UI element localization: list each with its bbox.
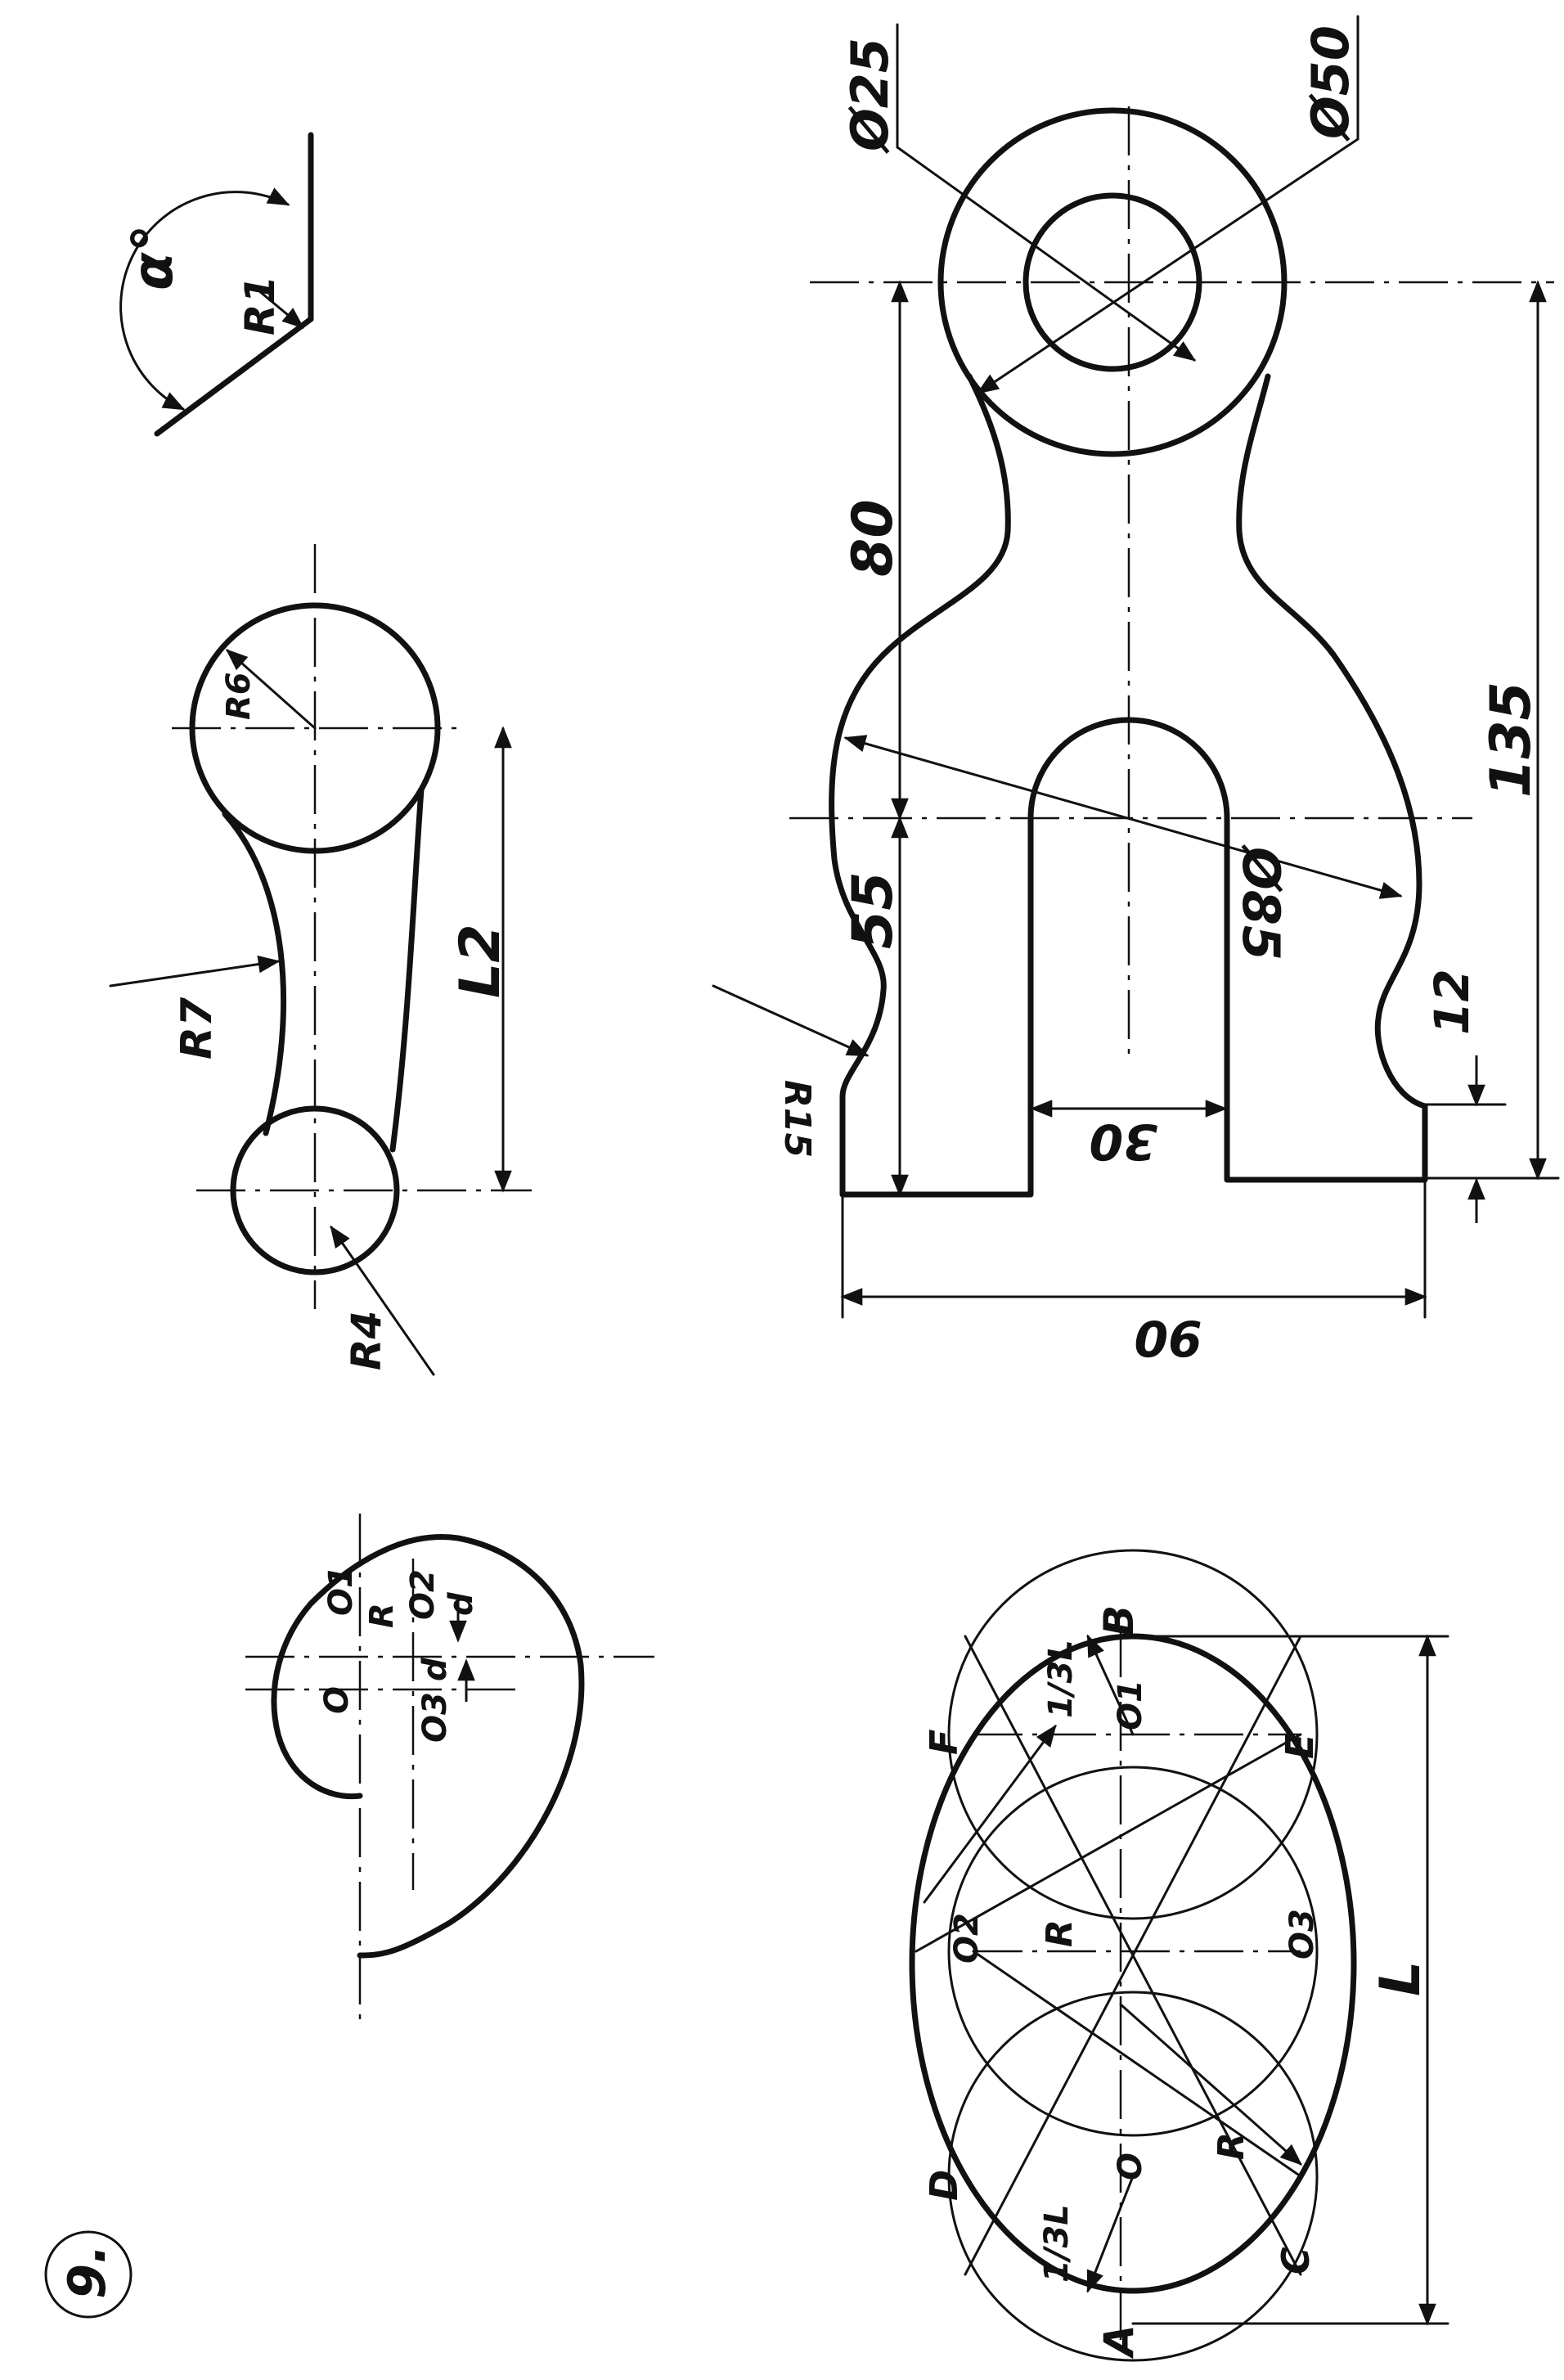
dim-30-label: 30 [1090, 1113, 1158, 1170]
oval-detail: L B F E 1/3L O1 O2 R O O3 R D 1/3L C A [909, 1549, 1449, 2362]
d50-leader [976, 137, 1360, 394]
oval-r-label-lower: R [1211, 2132, 1252, 2160]
spiral-r-label: R [363, 1603, 401, 1628]
sheet-number: 9. [44, 2230, 133, 2319]
oval-f-label: F [922, 1730, 966, 1755]
d25-leader [896, 146, 1197, 362]
dim-55-label: 55 [841, 871, 906, 949]
oval-diagonal-3 [915, 1733, 1302, 1953]
oval-o-label: O [1112, 2153, 1149, 2180]
oval-construction-circle-bottom [947, 1991, 1319, 2362]
d50-label: Ø50 [1301, 25, 1360, 142]
oval-e-label: E [1278, 1734, 1322, 1759]
oval-diagonal-2 [964, 1635, 1302, 2276]
d85-leader [843, 735, 1403, 899]
angle-label: α° [121, 224, 186, 290]
spiral-o3-label: O3 [416, 1692, 454, 1743]
oval-r-label-upper: R [1039, 1919, 1081, 1947]
oval-one-third-top-arrow [1086, 1634, 1135, 1736]
sheet-number-label: 9. [57, 2244, 117, 2299]
oval-o3-label: O3 [1283, 1909, 1321, 1959]
link-right-edge [389, 786, 425, 1153]
dim-12-label: 12 [1424, 969, 1480, 1035]
r7-leader [109, 955, 281, 988]
dim-90-label: 90 [1135, 1309, 1203, 1366]
link-concave-arc [222, 811, 286, 1136]
spiral-o2-label: O2 [404, 1569, 442, 1620]
dim-80-label: 80 [841, 499, 906, 577]
oval-d-label: D [922, 2170, 966, 2201]
oval-one-third-bottom-arrow [1086, 2175, 1135, 2293]
dim-135-label: 135 [1479, 682, 1544, 798]
boss-hole-circle [1022, 192, 1202, 372]
spiral-o1-label: O1 [322, 1565, 360, 1616]
bracket-outer-contour [829, 373, 1428, 1198]
boss-outer-circle [937, 107, 1288, 457]
oval-construction-circle-mid [947, 1766, 1319, 2137]
oval-r-upper-leader [923, 1724, 1057, 1904]
bracket-detail: Ø25 Ø50 80 55 135 Ø85 R15 12 30 90 [712, 15, 1560, 1366]
fillet-radius-leader [252, 285, 305, 329]
spiral-d-label-1: d [416, 1658, 454, 1681]
spiral-d-label-2: d [443, 1592, 480, 1616]
oval-b-label: B [1095, 1605, 1143, 1636]
oval-construction-circle-top [947, 1549, 1319, 1920]
r6-label: R6 [220, 672, 258, 720]
d25-label: Ø25 [840, 38, 900, 154]
spiral-o-label: O [318, 1686, 356, 1714]
link-detail: R6 R7 R4 L2 [109, 544, 532, 1376]
angle-arc-dimension [119, 187, 290, 411]
spiral-curve [271, 1534, 585, 1959]
r4-label: R4 [343, 1311, 390, 1370]
l2-label: L2 [448, 924, 513, 998]
d85-label: Ø85 [1231, 844, 1291, 961]
oval-a-label: A [1095, 2324, 1143, 2360]
oval-o1-label: O1 [1112, 1680, 1149, 1730]
oval-one-third-l-top: 1/3L [1042, 1640, 1080, 1718]
oval-diagonal-4 [972, 1950, 1302, 2178]
oval-l-label: L [1368, 1961, 1433, 1996]
fillet-radius-label: R1 [236, 276, 284, 335]
r15-label: R15 [776, 1080, 818, 1158]
angle-sloped-edge [154, 316, 314, 437]
link-big-circle [189, 602, 441, 854]
r4-leader [330, 1225, 435, 1376]
oval-r-lower-leader [1119, 2003, 1303, 2166]
oval-one-third-l-bottom: 1/3L [1038, 2204, 1076, 2283]
spiral-detail: O O1 R O2 O3 d d [245, 1514, 654, 2029]
sheet-number-circle [44, 2230, 133, 2319]
angle-detail: α° R1 [119, 132, 314, 437]
r7-label: R7 [173, 997, 222, 1060]
link-small-circle [230, 1105, 400, 1275]
r6-leader [225, 649, 317, 730]
oval-c-label: C [1274, 2247, 1318, 2274]
oval-o2-label: O2 [948, 1913, 986, 1964]
r15-leader [712, 984, 870, 1057]
